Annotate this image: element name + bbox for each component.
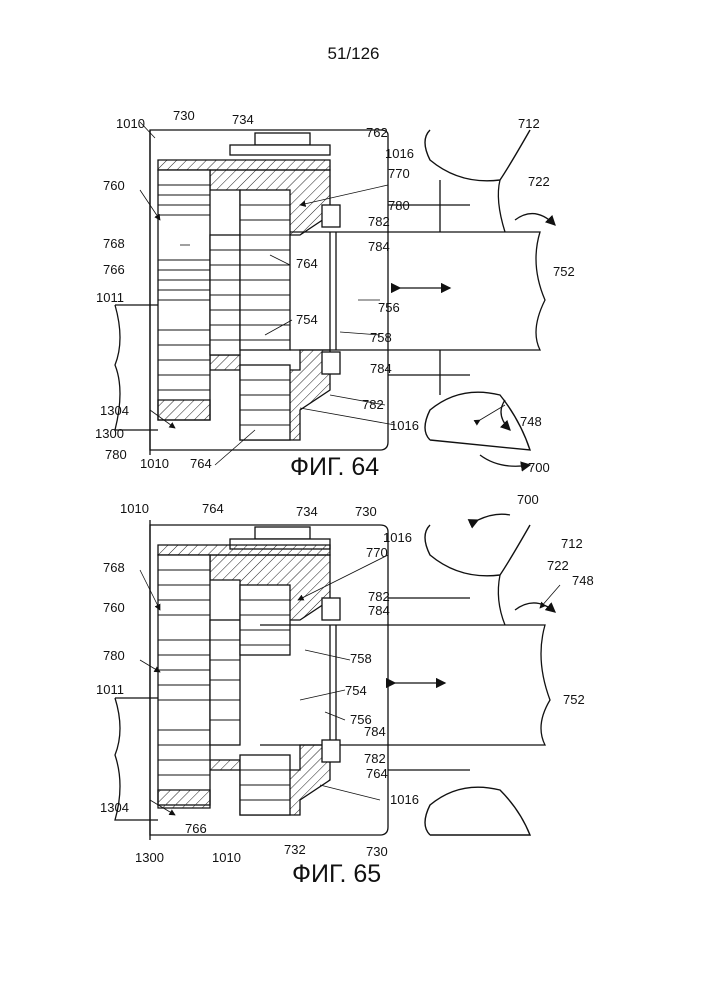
svg-text:770: 770 [388, 166, 410, 181]
svg-text:756: 756 [378, 300, 400, 315]
svg-text:1304: 1304 [100, 800, 129, 815]
svg-text:1300: 1300 [135, 850, 164, 865]
svg-text:780: 780 [103, 648, 125, 663]
svg-text:764: 764 [296, 256, 318, 271]
svg-text:730: 730 [355, 504, 377, 519]
svg-text:1016: 1016 [390, 792, 419, 807]
svg-text:1011: 1011 [96, 682, 124, 697]
figure-64-drawing: 1010 730 734 762 712 1016 770 722 780 78… [95, 0, 705, 475]
svg-text:730: 730 [173, 108, 195, 123]
svg-text:1300: 1300 [95, 426, 124, 441]
svg-text:1016: 1016 [383, 530, 412, 545]
svg-text:780: 780 [105, 447, 127, 462]
svg-text:768: 768 [103, 236, 125, 251]
svg-text:1011: 1011 [96, 290, 124, 305]
svg-text:1010: 1010 [140, 456, 169, 471]
svg-text:760: 760 [103, 178, 125, 193]
svg-text:784: 784 [370, 361, 392, 376]
svg-text:764: 764 [202, 501, 224, 516]
svg-text:784: 784 [364, 724, 386, 739]
svg-text:732: 732 [284, 842, 306, 857]
svg-text:700: 700 [517, 492, 539, 507]
svg-text:752: 752 [553, 264, 575, 279]
svg-text:1016: 1016 [385, 146, 414, 161]
svg-text:782: 782 [362, 397, 384, 412]
svg-text:700: 700 [528, 460, 550, 475]
svg-text:730: 730 [366, 844, 388, 859]
svg-text:782: 782 [368, 589, 390, 604]
svg-text:782: 782 [364, 751, 386, 766]
svg-text:1010: 1010 [116, 116, 145, 131]
svg-text:712: 712 [561, 536, 583, 551]
svg-text:758: 758 [350, 651, 372, 666]
svg-text:764: 764 [366, 766, 388, 781]
svg-text:758: 758 [370, 330, 392, 345]
svg-text:782: 782 [368, 214, 390, 229]
svg-text:760: 760 [103, 600, 125, 615]
svg-text:734: 734 [232, 112, 254, 127]
svg-text:1010: 1010 [212, 850, 241, 865]
svg-text:748: 748 [572, 573, 594, 588]
svg-text:1304: 1304 [100, 403, 129, 418]
svg-text:754: 754 [296, 312, 318, 327]
svg-text:766: 766 [185, 821, 207, 836]
svg-text:754: 754 [345, 683, 367, 698]
svg-text:734: 734 [296, 504, 318, 519]
svg-text:768: 768 [103, 560, 125, 575]
svg-text:1010: 1010 [120, 501, 149, 516]
svg-text:784: 784 [368, 239, 390, 254]
svg-text:1016: 1016 [390, 418, 419, 433]
svg-text:770: 770 [366, 545, 388, 560]
svg-text:748: 748 [520, 414, 542, 429]
svg-text:722: 722 [547, 558, 569, 573]
svg-text:764: 764 [190, 456, 212, 471]
svg-text:712: 712 [518, 116, 540, 131]
svg-text:784: 784 [368, 603, 390, 618]
svg-text:780: 780 [388, 198, 410, 213]
svg-text:752: 752 [563, 692, 585, 707]
svg-text:762: 762 [366, 125, 388, 140]
svg-text:766: 766 [103, 262, 125, 277]
figure-65-drawing: 1010 764 734 730 700 1016 770 712 722 74… [96, 492, 594, 865]
svg-text:722: 722 [528, 174, 550, 189]
